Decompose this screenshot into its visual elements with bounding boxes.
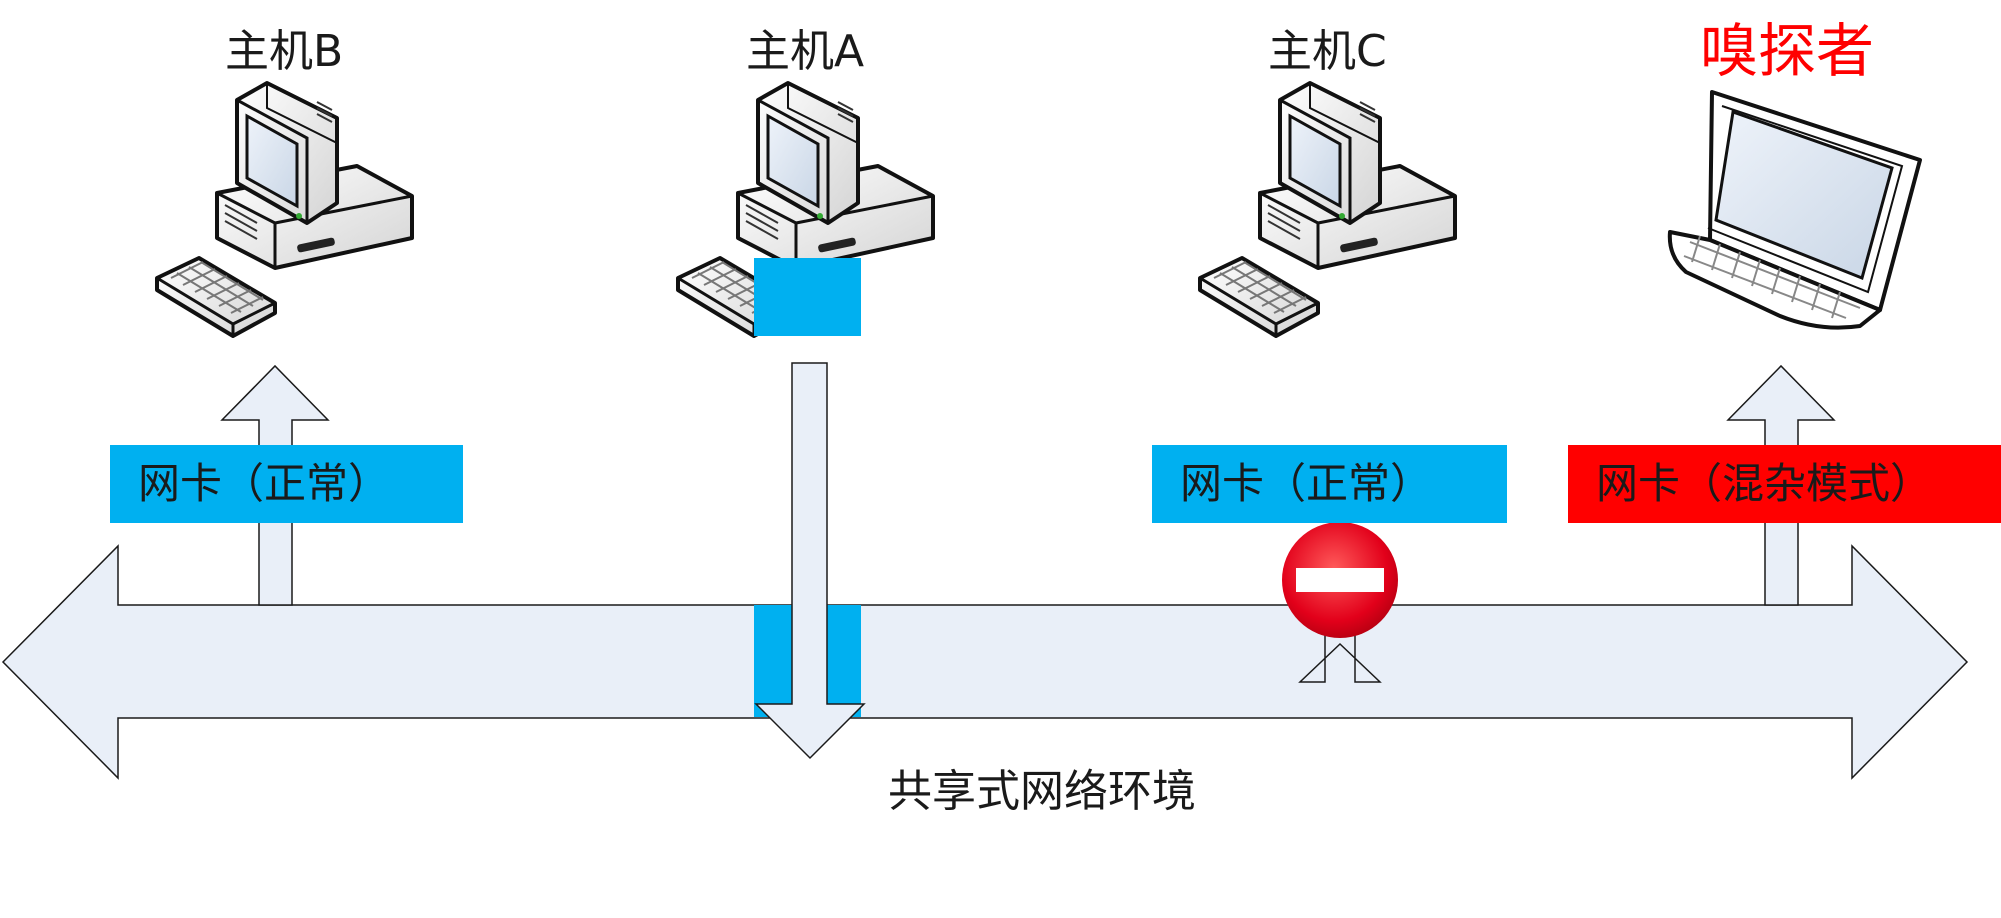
network-bus-label: 共享式网络环境	[888, 766, 1196, 817]
computer-host-b-icon	[155, 81, 414, 338]
host-a-label: 主机A	[746, 26, 865, 77]
network-bus-arrow	[1, 544, 1969, 780]
host-b-label: 主机B	[225, 26, 344, 77]
packet-at-host-a	[754, 258, 861, 336]
sniffer-label: 嗅探者	[1700, 17, 1875, 85]
computer-host-c-icon	[1198, 81, 1457, 338]
host-c-label: 主机C	[1268, 26, 1387, 77]
laptop-sniffer-icon	[1667, 90, 1922, 330]
nic-host-b: 网卡（正常）	[110, 445, 463, 523]
arrow-down-host-a	[754, 362, 866, 760]
nic-host-c: 网卡（正常）	[1152, 445, 1507, 523]
nic-sniffer: 网卡（混杂模式）	[1568, 445, 2001, 523]
no-entry-icon	[1282, 522, 1398, 638]
